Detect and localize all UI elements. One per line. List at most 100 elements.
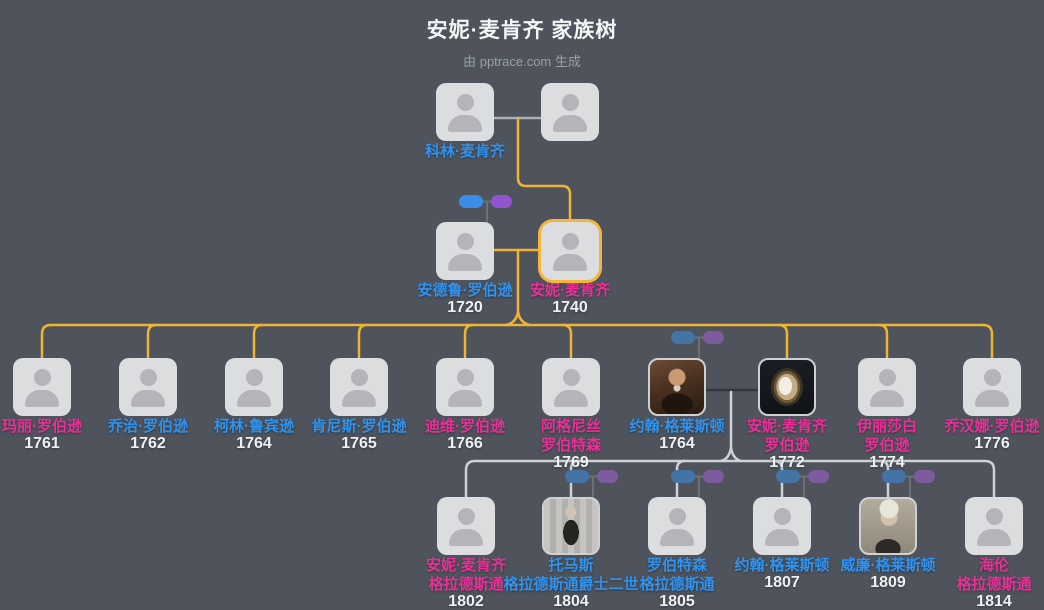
- portrait-photo-thomas-gladstone[interactable]: [542, 497, 600, 555]
- person-name: 科林·麦肯齐: [425, 143, 505, 160]
- avatar-placeholder-icon: [858, 358, 916, 416]
- person-box-colin-mackenzie[interactable]: [436, 83, 494, 141]
- avatar-placeholder-icon: [13, 358, 71, 416]
- person-name: 柯林·鲁宾逊: [214, 418, 294, 435]
- avatar-placeholder-icon: [753, 497, 811, 555]
- person-name: 威廉·格莱斯顿: [840, 557, 936, 574]
- person-box-davie-robertson[interactable]: [436, 358, 494, 416]
- wife-pill-icon: [597, 470, 618, 483]
- person-box-mary-robertson[interactable]: [13, 358, 71, 416]
- person-birth-year: 1740: [552, 299, 588, 316]
- husband-pill-icon: [565, 470, 589, 483]
- wife-pill-icon: [914, 470, 935, 483]
- person-name: 阿格尼丝: [540, 418, 601, 435]
- marriage-link-icon[interactable]: [459, 195, 512, 223]
- person-card-colin-mackenzie: 科林·麦肯齐: [380, 83, 550, 160]
- person-name: 安妮·麦肯齐: [747, 418, 827, 435]
- avatar-placeholder-icon: [963, 358, 1021, 416]
- person-box-helen-gladstone[interactable]: [965, 497, 1023, 555]
- person-name: 乔汉娜·罗伯逊: [944, 418, 1040, 435]
- person-box-unknown-spouse[interactable]: [541, 83, 599, 141]
- person-birth-year: 1809: [870, 574, 906, 591]
- person-name: 海伦: [978, 557, 1009, 574]
- person-box-kenneth-robertson[interactable]: [330, 358, 388, 416]
- person-box-george-robertson[interactable]: [119, 358, 177, 416]
- person-name: 罗伯特森: [540, 437, 601, 454]
- portrait-photo-john-gladstones[interactable]: [648, 358, 706, 416]
- person-birth-year: 1807: [764, 574, 800, 591]
- person-name: 罗伯逊: [764, 437, 810, 454]
- person-birth-year: 1762: [130, 435, 166, 452]
- person-name: 乔治·罗伯逊: [108, 418, 188, 435]
- person-box-agnes-robertson[interactable]: [542, 358, 600, 416]
- person-name: 迪维·罗伯逊: [425, 418, 505, 435]
- avatar-placeholder-icon: [965, 497, 1023, 555]
- person-box-john-gladstone[interactable]: [753, 497, 811, 555]
- person-box-johanna-robertson[interactable]: [963, 358, 1021, 416]
- person-birth-year: 1720: [447, 299, 483, 316]
- wife-pill-icon: [491, 195, 512, 208]
- husband-pill-icon: [671, 470, 695, 483]
- person-birth-year: 1766: [447, 435, 483, 452]
- avatar-placeholder-icon: [648, 497, 706, 555]
- person-name: 罗伯特森: [646, 557, 707, 574]
- person-box-colin-robinson[interactable]: [225, 358, 283, 416]
- avatar-placeholder-icon: [225, 358, 283, 416]
- person-name: 格拉德斯通爵士二世: [503, 576, 639, 593]
- person-name: 约翰·格莱斯顿: [734, 557, 830, 574]
- person-box-andrew-robertson[interactable]: [436, 222, 494, 280]
- person-name: 安德鲁·罗伯逊: [417, 282, 513, 299]
- avatar-placeholder-icon: [436, 358, 494, 416]
- person-box-anne-mackenzie[interactable]: [541, 222, 599, 280]
- page-title: 安妮·麦肯齐 家族树: [426, 19, 618, 42]
- avatar-placeholder-icon: [330, 358, 388, 416]
- marriage-link-icon[interactable]: [565, 470, 618, 498]
- person-name: 格拉德斯通: [956, 576, 1032, 593]
- husband-pill-icon: [882, 470, 906, 483]
- husband-pill-icon: [776, 470, 800, 483]
- person-name: 约翰·格莱斯顿: [629, 418, 725, 435]
- person-name: 托马斯: [548, 557, 594, 574]
- person-birth-year: 1764: [236, 435, 272, 452]
- marriage-link-icon[interactable]: [882, 470, 935, 498]
- page-subtitle: 由 pptrace.com 生成: [463, 54, 581, 69]
- person-card-unknown-spouse: [485, 83, 655, 141]
- avatar-placeholder-icon: [541, 222, 599, 280]
- person-birth-year: 1765: [341, 435, 377, 452]
- wife-pill-icon: [703, 470, 724, 483]
- person-box-elizabeth-robertson[interactable]: [858, 358, 916, 416]
- marriage-link-icon[interactable]: [776, 470, 829, 498]
- person-birth-year: 1772: [769, 454, 805, 471]
- avatar-placeholder-icon: [436, 222, 494, 280]
- person-name: 安妮·麦肯齐: [426, 557, 506, 574]
- person-box-anne-mackenzie-gladstone[interactable]: [437, 497, 495, 555]
- person-box-robertson-gladstone[interactable]: [648, 497, 706, 555]
- person-birth-year: 1761: [24, 435, 60, 452]
- portrait-photo-anne-mackenzie-robertson[interactable]: [758, 358, 816, 416]
- person-birth-year: 1804: [553, 593, 589, 610]
- marriage-link-icon[interactable]: [671, 331, 724, 359]
- avatar-placeholder-icon: [542, 358, 600, 416]
- husband-pill-icon: [671, 331, 695, 344]
- person-name: 格拉德斯通: [639, 576, 715, 593]
- marriage-link-icon[interactable]: [671, 470, 724, 498]
- portrait-photo-william-gladstone[interactable]: [859, 497, 917, 555]
- avatar-placeholder-icon: [436, 83, 494, 141]
- avatar-placeholder-icon: [437, 497, 495, 555]
- person-name: 玛丽·罗伯逊: [2, 418, 82, 435]
- person-birth-year: 1814: [976, 593, 1012, 610]
